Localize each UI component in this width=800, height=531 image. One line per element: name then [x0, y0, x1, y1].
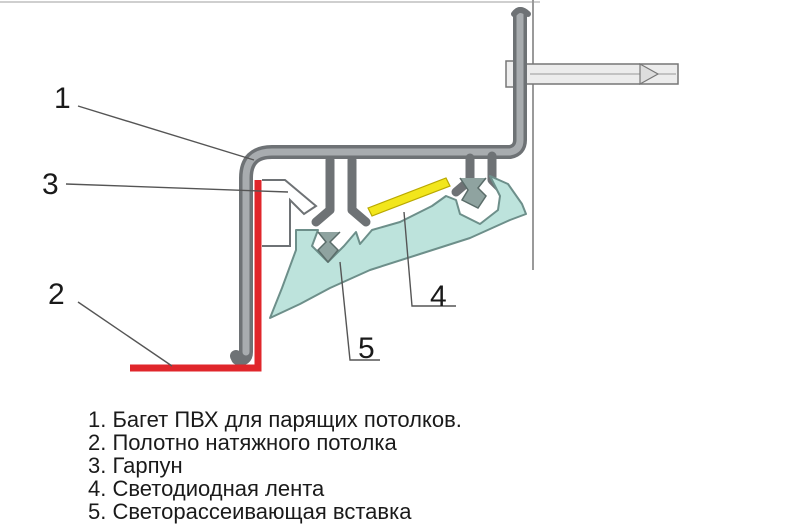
light-diffuser-insert [269, 175, 527, 319]
leader-line-4 [403, 211, 456, 307]
leader-line-5 [339, 261, 380, 361]
callout-leader-lines [65, 105, 456, 367]
leader-line-2 [77, 301, 173, 367]
callout-1: 1 [54, 82, 71, 115]
callout-4: 4 [430, 280, 447, 313]
callout-3: 3 [42, 168, 59, 201]
legend-item: 4. Светодиодная лента [88, 476, 325, 501]
leader-line-1 [77, 105, 255, 161]
legend-item: 1. Багет ПВХ для парящих потолков. [88, 407, 462, 432]
leader-line-3 [65, 183, 289, 193]
legend-item: 2. Полотно натяжного потолка [88, 430, 397, 455]
pvc-baguette-profile [230, 7, 531, 366]
callout-2: 2 [48, 278, 65, 311]
legend-item: 3. Гарпун [88, 453, 183, 478]
callout-5: 5 [358, 332, 375, 365]
legend-item: 5. Светорассеивающая вставка [88, 499, 412, 524]
legend-list: 1. Багет ПВХ для парящих потолков. 2. По… [88, 408, 462, 523]
stretch-ceiling-canvas [130, 180, 262, 372]
screw-icon [505, 60, 679, 88]
led-strip [367, 177, 451, 217]
harpoon-element [262, 179, 318, 247]
